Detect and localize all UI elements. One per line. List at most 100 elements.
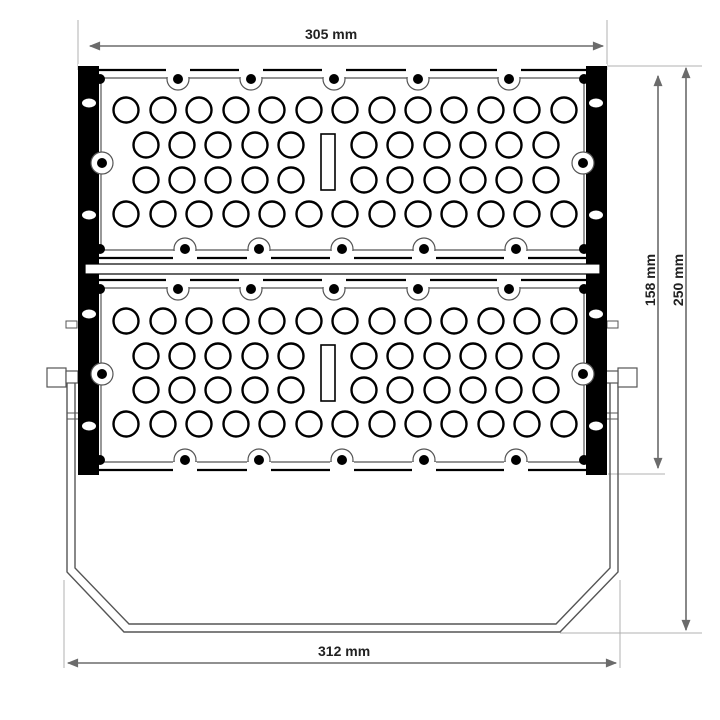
led-lens [149, 307, 177, 335]
dimension-label-module-height: 158 mm [642, 253, 659, 307]
led-lens [168, 166, 196, 194]
mounting-bracket-inner [74, 382, 611, 625]
led-lens [550, 307, 578, 335]
led-lens [168, 342, 196, 370]
led-lens [477, 96, 505, 124]
led-lens [204, 342, 232, 370]
screw-icon [337, 244, 347, 254]
screw-boss-mask [406, 67, 430, 77]
led-lens [277, 342, 305, 370]
screw-boss-mask [247, 462, 271, 472]
led-lens [149, 410, 177, 438]
led-lens [132, 376, 160, 404]
led-lens [241, 376, 269, 404]
screw-boss-mask [239, 67, 263, 77]
led-lens [149, 200, 177, 228]
center-slot [320, 133, 336, 191]
led-lens [331, 200, 359, 228]
rail-hole-left [82, 309, 96, 319]
led-lens [277, 166, 305, 194]
screw-boss-mask [173, 251, 197, 261]
led-lens [331, 410, 359, 438]
led-lens [440, 200, 468, 228]
led-lens [204, 376, 232, 404]
led-lens [440, 96, 468, 124]
led-lens [404, 200, 432, 228]
led-lens [185, 410, 213, 438]
rail-hole-right [589, 309, 603, 319]
led-lens [168, 131, 196, 159]
side-rail-left-joint [78, 262, 85, 276]
led-lens [241, 342, 269, 370]
screw-boss-mask [239, 277, 263, 287]
led-lens [222, 96, 250, 124]
screw-boss-mask [166, 277, 190, 287]
side-tab-right [606, 320, 619, 329]
led-lens [495, 376, 523, 404]
led-lens [513, 410, 541, 438]
led-lens [185, 96, 213, 124]
led-lens [204, 131, 232, 159]
mounting-bracket-outer [66, 382, 619, 633]
led-lens [368, 200, 396, 228]
dimension-label-overall-height: 250 mm [670, 253, 687, 307]
screw-icon [329, 284, 339, 294]
screw-icon [337, 455, 347, 465]
screw-icon [173, 284, 183, 294]
corner-screw-icon [579, 455, 589, 465]
screw-icon [254, 244, 264, 254]
screw-boss-mask [330, 462, 354, 472]
led-lens [258, 307, 286, 335]
led-lens [112, 96, 140, 124]
screw-boss-mask [497, 277, 521, 287]
screw-icon [246, 74, 256, 84]
screw-boss-mask [247, 251, 271, 261]
screw-icon [246, 284, 256, 294]
rail-hole-left [82, 421, 96, 431]
led-lens [513, 96, 541, 124]
dimension-label-bottom-width: 312 mm [318, 643, 371, 659]
led-lens [222, 200, 250, 228]
rail-hole-left [82, 210, 96, 220]
led-lens [149, 96, 177, 124]
corner-screw-icon [95, 74, 105, 84]
led-lens [132, 131, 160, 159]
led-lens [532, 342, 560, 370]
led-lens [550, 410, 578, 438]
led-lens [295, 410, 323, 438]
screw-icon [413, 284, 423, 294]
led-lens [495, 166, 523, 194]
led-lens [185, 200, 213, 228]
screw-boss-mask [330, 251, 354, 261]
screw-boss-mask [412, 251, 436, 261]
led-lens [350, 376, 378, 404]
side-screw-icon [97, 158, 107, 168]
side-screw-icon [97, 369, 107, 379]
led-lens [550, 96, 578, 124]
screw-icon [504, 74, 514, 84]
screw-boss-mask [322, 277, 346, 287]
led-lens [550, 200, 578, 228]
led-lens [258, 200, 286, 228]
bracket-pivot-hub-left [65, 370, 79, 384]
side-screw-icon [578, 158, 588, 168]
corner-screw-icon [579, 74, 589, 84]
screw-boss-mask [173, 462, 197, 472]
led-lens [222, 307, 250, 335]
led-lens [477, 200, 505, 228]
screw-boss-mask [406, 277, 430, 287]
bracket-pivot-right [617, 367, 638, 388]
led-lens [295, 200, 323, 228]
led-lens [241, 131, 269, 159]
rail-hole-left [82, 98, 96, 108]
rail-hole-right [589, 421, 603, 431]
rail-hole-right [589, 98, 603, 108]
led-lens [132, 166, 160, 194]
led-lens [404, 410, 432, 438]
led-lens [513, 307, 541, 335]
screw-boss-mask [166, 67, 190, 77]
led-lens [532, 131, 560, 159]
led-lens [295, 96, 323, 124]
led-lens [368, 96, 396, 124]
